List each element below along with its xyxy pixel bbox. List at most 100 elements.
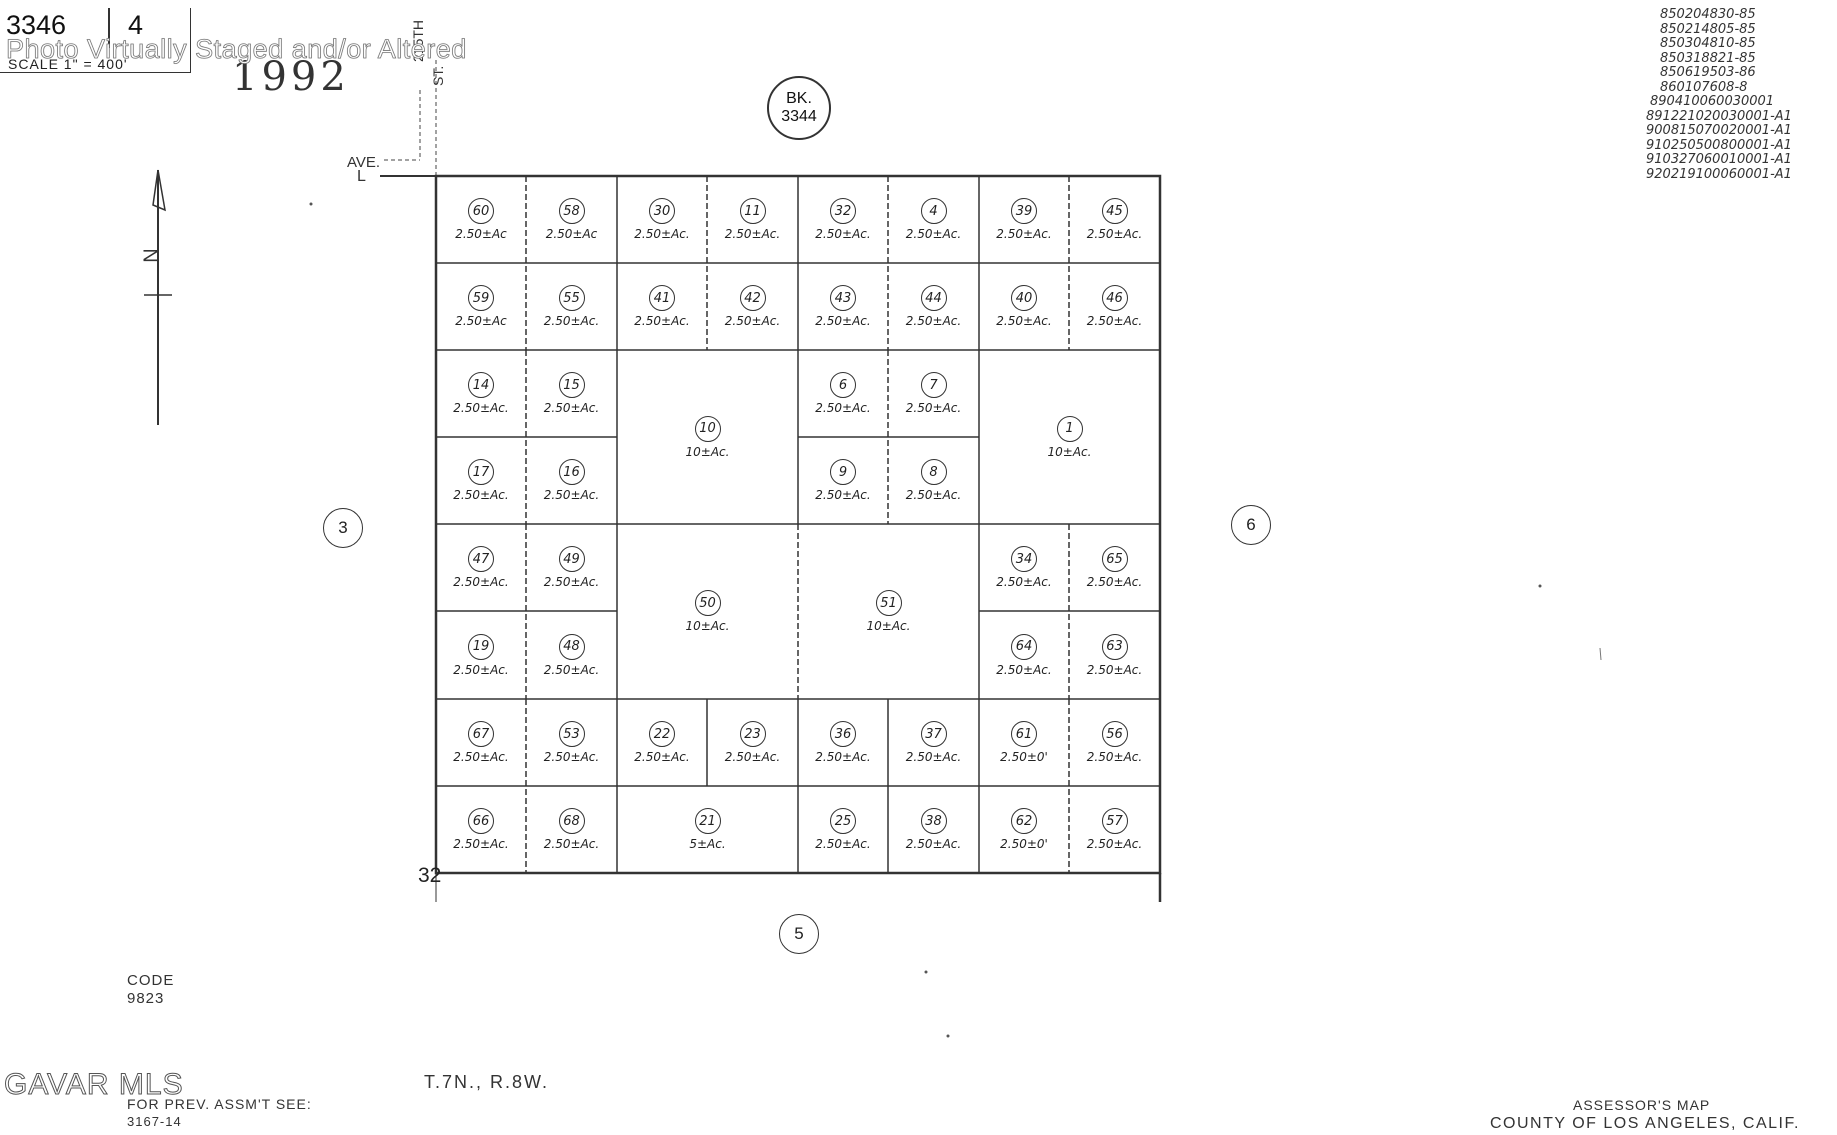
parcel-39: 39 2.50±Ac. xyxy=(979,176,1069,263)
parcel-23: 23 2.50±Ac. xyxy=(707,699,798,786)
parcel-number: 62 xyxy=(1011,808,1037,834)
parcel-number: 38 xyxy=(920,808,947,834)
parcel-area: 2.50±Ac. xyxy=(453,750,509,764)
parcel-number: 63 xyxy=(1101,633,1128,660)
recording-entry: 850619503-86 xyxy=(1660,65,1756,80)
parcel-area: 5±Ac. xyxy=(689,837,726,851)
parcel-number: 55 xyxy=(558,285,585,311)
parcel-number: 7 xyxy=(920,372,947,398)
parcel-63: 63 2.50±Ac. xyxy=(1069,611,1160,699)
parcel-area: 2.50±Ac xyxy=(545,227,598,241)
parcel-number: 32 xyxy=(830,198,856,224)
book-number: 3346 xyxy=(6,10,67,40)
parcel-42: 42 2.50±Ac. xyxy=(707,263,798,350)
assessor-map-title: ASSESSOR'S MAP xyxy=(1573,1097,1711,1113)
parcel-area: 2.50±Ac. xyxy=(543,837,600,851)
recording-entry: 850204830-85 xyxy=(1660,7,1756,22)
parcel-number: 59 xyxy=(468,285,494,311)
recording-entry: 850214805-85 xyxy=(1660,21,1756,37)
parcel-number: 34 xyxy=(1011,546,1037,572)
parcel-area: 2.50±Ac. xyxy=(543,750,600,764)
parcel-area: 2.50±Ac. xyxy=(1086,662,1143,677)
parcel-area: 2.50±Ac. xyxy=(724,750,781,764)
adjoining-south: 5 xyxy=(779,914,819,954)
parcel-number: 10 xyxy=(694,415,721,442)
parcel-number: 25 xyxy=(830,808,856,834)
parcel-area: 2.50±Ac xyxy=(455,227,507,241)
parcel-number: 44 xyxy=(920,285,947,311)
parcel-area: 2.50±Ac. xyxy=(724,314,781,328)
parcel-number: 67 xyxy=(468,721,494,747)
parcel-area: 2.50±Ac. xyxy=(1086,750,1143,764)
code-block: CODE 9823 xyxy=(127,972,174,1008)
parcel-area: 2.50±Ac. xyxy=(634,227,690,241)
parcel-area: 2.50±Ac. xyxy=(905,401,962,415)
parcel-area: 2.50±Ac. xyxy=(996,662,1052,677)
parcel-area: 2.50±Ac. xyxy=(1086,837,1143,851)
parcel-number: 41 xyxy=(649,285,675,311)
parcel-21: 21 5±Ac. xyxy=(617,786,798,873)
parcel-area: 2.50±Ac. xyxy=(815,401,871,415)
recording-entry: 850318821-85 xyxy=(1660,50,1756,66)
parcel-number: 49 xyxy=(558,546,585,572)
adjoining-west: 3 xyxy=(323,508,363,548)
recording-entry: 920219100060001-A1 xyxy=(1646,166,1792,182)
parcel-number: 60 xyxy=(468,198,494,224)
parcel-area: 2.50±Ac. xyxy=(453,837,509,851)
parcel-number: 45 xyxy=(1101,198,1128,224)
parcel-number: 30 xyxy=(649,198,675,224)
code-value: 9823 xyxy=(127,990,165,1007)
assessor-county: COUNTY OF LOS ANGELES, CALIF. xyxy=(1490,1115,1800,1132)
book-circle-line1: BK. xyxy=(786,90,812,107)
recording-entry: 900815070020001-A1 xyxy=(1646,123,1792,138)
parcel-number: 58 xyxy=(558,198,585,224)
header-box xyxy=(0,8,191,73)
parcel-58: 58 2.50±Ac xyxy=(526,176,617,263)
township-range: T.7N., R.8W. xyxy=(424,1072,550,1092)
parcel-number: 19 xyxy=(468,633,494,660)
parcel-number: 47 xyxy=(468,546,494,572)
prev-assessment-label: FOR PREV. ASSM'T SEE: xyxy=(127,1096,312,1112)
parcel-number: 15 xyxy=(558,372,585,398)
parcel-number: 42 xyxy=(739,285,766,311)
parcel-area: 2.50±Ac. xyxy=(453,488,509,502)
parcel-number: 51 xyxy=(875,590,902,616)
book-reference-circle: BK. 3344 xyxy=(767,76,831,140)
parcel-number: 65 xyxy=(1101,546,1128,572)
parcel-number: 23 xyxy=(739,721,766,747)
parcel-area: 2.50±Ac. xyxy=(905,227,962,241)
parcel-6: 6 2.50±Ac. xyxy=(798,350,888,437)
parcel-area: 10±Ac. xyxy=(685,619,730,633)
parcel-number: 39 xyxy=(1011,198,1037,224)
parcel-area: 2.50±0' xyxy=(1000,837,1048,851)
parcel-area: 2.50±Ac. xyxy=(996,227,1052,241)
adjoining-east: 6 xyxy=(1231,505,1271,545)
parcel-60: 60 2.50±Ac xyxy=(436,176,526,263)
parcel-number: 16 xyxy=(558,459,585,485)
parcel-number: 61 xyxy=(1011,721,1037,747)
map-scale: SCALE 1" = 400' xyxy=(8,56,128,72)
parcel-area: 2.50±Ac. xyxy=(634,750,690,764)
parcel-number: 6 xyxy=(830,372,856,398)
parcel-number: 21 xyxy=(694,808,721,834)
